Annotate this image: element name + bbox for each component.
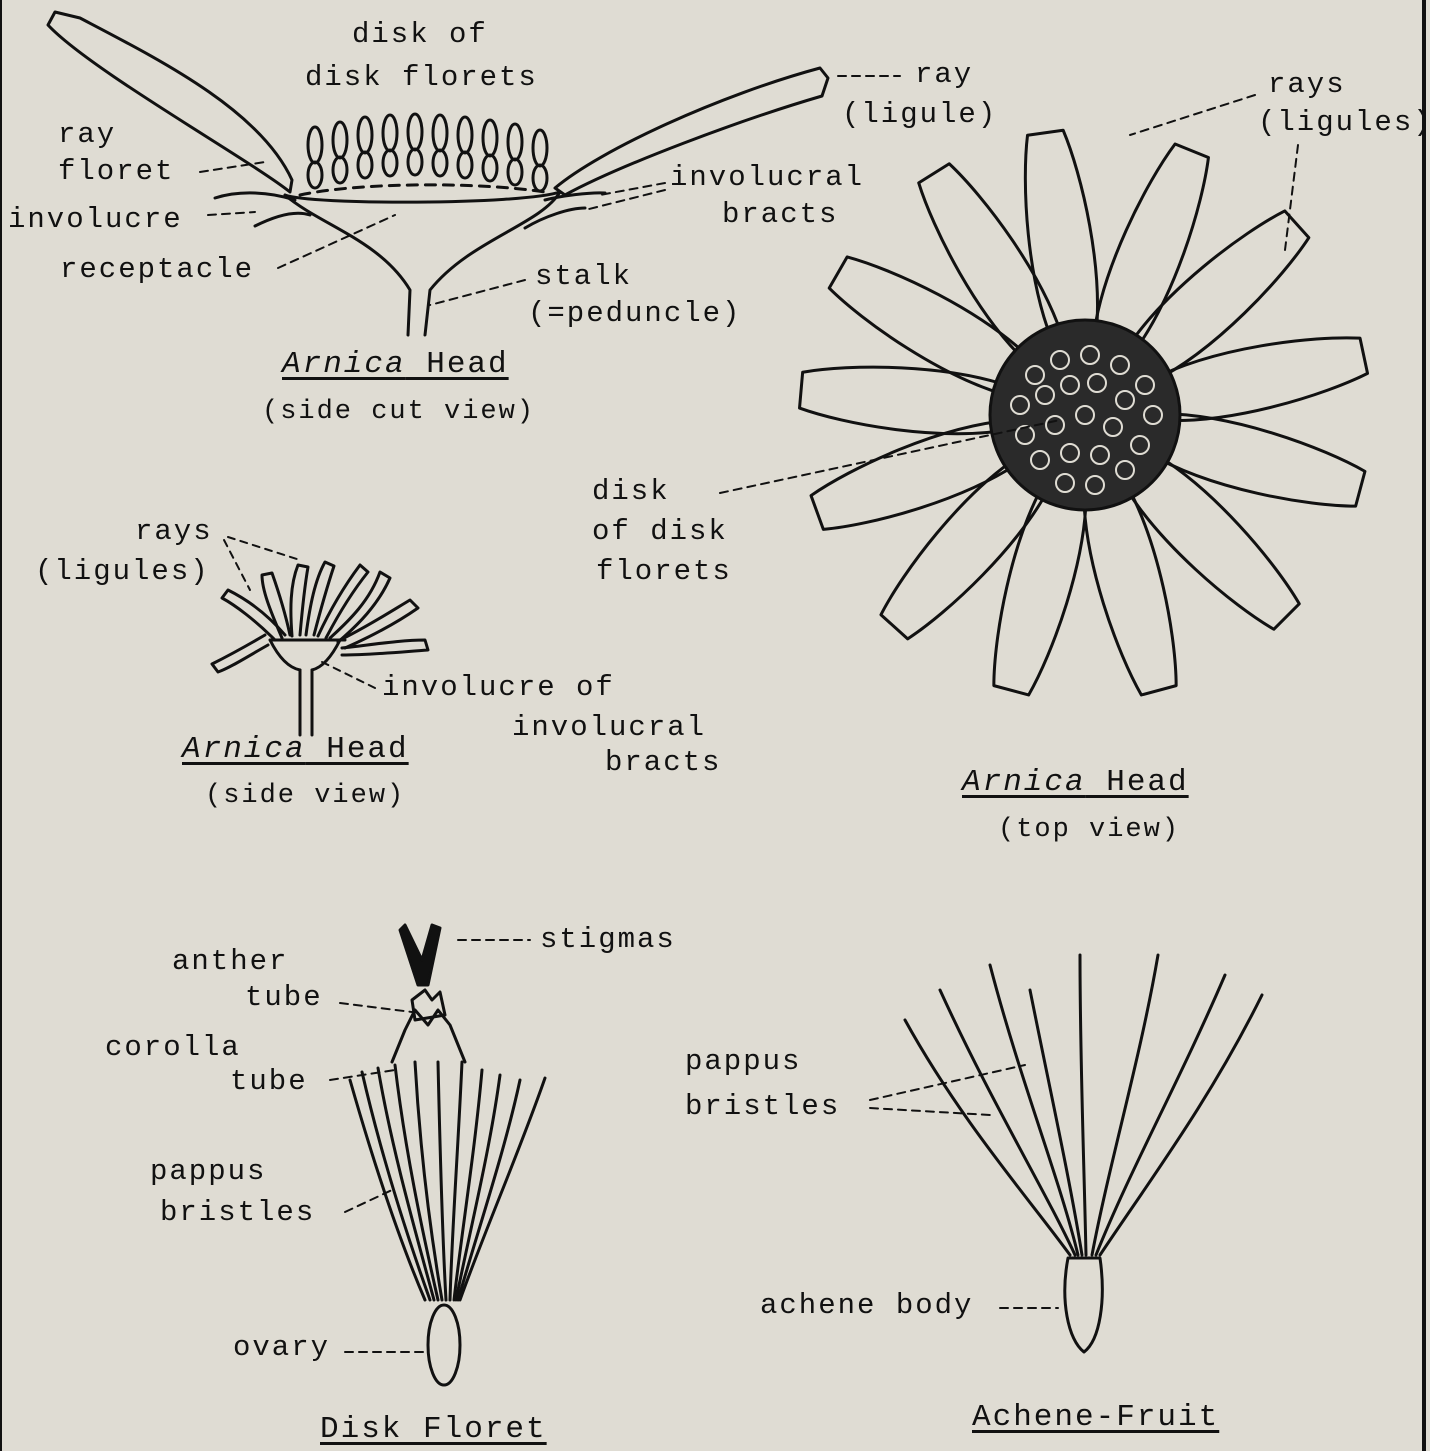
label-corolla: corolla	[105, 1028, 241, 1068]
disk-floret-title: Disk Floret	[320, 1410, 547, 1450]
label-ray-floret-2: floret	[58, 152, 174, 192]
label-involucre: involucre	[8, 200, 183, 240]
label-peduncle: (=peduncle)	[528, 294, 741, 334]
anther-tube-shape	[412, 990, 445, 1020]
label-rays-side: rays	[135, 512, 213, 552]
label-bracts: bracts	[722, 195, 838, 235]
label-achene-bristles: bristles	[685, 1087, 840, 1127]
left-bract-lower	[255, 213, 310, 226]
right-bract-lower	[525, 208, 585, 228]
label-top-of-disk: of disk	[592, 512, 728, 552]
label-floret-bristles: bristles	[160, 1193, 315, 1233]
ovary-shape	[428, 1305, 460, 1385]
side-view-involucre	[270, 640, 345, 670]
label-top-florets: florets	[596, 552, 732, 592]
label-achene-body: achene body	[760, 1286, 973, 1326]
side-view-stalk	[300, 670, 312, 735]
disk-florets-row	[308, 114, 547, 191]
stigma-shape	[400, 925, 440, 985]
label-ray-floret-1: ray	[58, 115, 116, 155]
label-corolla-tube: tube	[230, 1062, 308, 1102]
label-ligules-top: (ligules)	[1258, 103, 1430, 143]
label-ligule: (ligule)	[842, 95, 997, 135]
label-rays-top: rays	[1268, 65, 1346, 105]
top-view-title: Arnica Head	[962, 763, 1189, 803]
side-view-leaders	[224, 537, 375, 688]
label-involucral: involucral	[670, 158, 864, 198]
side-cut-view-title: Arnica Head	[282, 345, 509, 385]
achene-fruit-title: Achene-Fruit	[972, 1398, 1219, 1438]
label-floret-pappus: pappus	[150, 1152, 266, 1192]
label-involucre-of: involucre of	[382, 668, 615, 708]
label-ovary: ovary	[233, 1328, 330, 1368]
side-view-title: Arnica Head	[182, 730, 409, 770]
label-top-disk: disk	[592, 472, 670, 512]
disk-floret-drawing	[330, 925, 545, 1385]
top-view-drawing	[798, 128, 1370, 698]
label-achene-pappus: pappus	[685, 1042, 801, 1082]
label-ray: ray	[915, 55, 973, 95]
receptacle-shape	[285, 192, 560, 335]
achene-pappus-bristles	[905, 955, 1262, 1255]
label-disk-florets: disk florets	[305, 58, 538, 98]
label-disk-of: disk of	[352, 15, 488, 55]
label-anther-tube: tube	[245, 978, 323, 1018]
label-stalk: stalk	[535, 257, 632, 297]
left-bract-upper	[215, 193, 295, 200]
label-bracts-side: bracts	[605, 743, 721, 783]
side-view-subtitle: (side view)	[205, 776, 405, 816]
label-involucral-side: involucral	[512, 708, 706, 748]
side-cut-view-subtitle: (side cut view)	[262, 392, 535, 432]
achene-body-shape	[1065, 1258, 1102, 1352]
label-anther: anther	[172, 942, 288, 982]
label-receptacle: receptacle	[60, 250, 254, 290]
floret-pappus-bristles	[350, 1062, 545, 1300]
top-view-subtitle: (top view)	[998, 810, 1180, 850]
label-ligules-side: (ligules)	[35, 552, 210, 592]
label-stigmas: stigmas	[540, 920, 676, 960]
receptacle-dashes	[300, 185, 545, 195]
